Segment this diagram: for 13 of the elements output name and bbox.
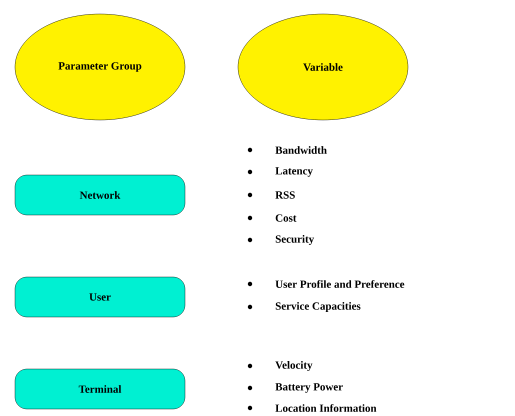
- list-item: Service Capacities: [276, 302, 360, 312]
- list-item: User Profile and Preference: [275, 280, 404, 288]
- list-item: Location Information: [275, 404, 376, 412]
- list-item: RSS: [275, 191, 295, 199]
- list-item: Battery Power: [275, 383, 343, 393]
- list-item: Security: [276, 235, 314, 245]
- list-item: Latency: [275, 167, 313, 177]
- rounded-box: Terminal: [14, 368, 186, 410]
- rounded-box: User: [14, 276, 186, 318]
- list-item: Bandwidth: [275, 146, 327, 154]
- rounded-box: Network: [14, 174, 186, 216]
- list-item: Cost: [276, 214, 296, 222]
- list-item: Velocity: [275, 361, 312, 371]
